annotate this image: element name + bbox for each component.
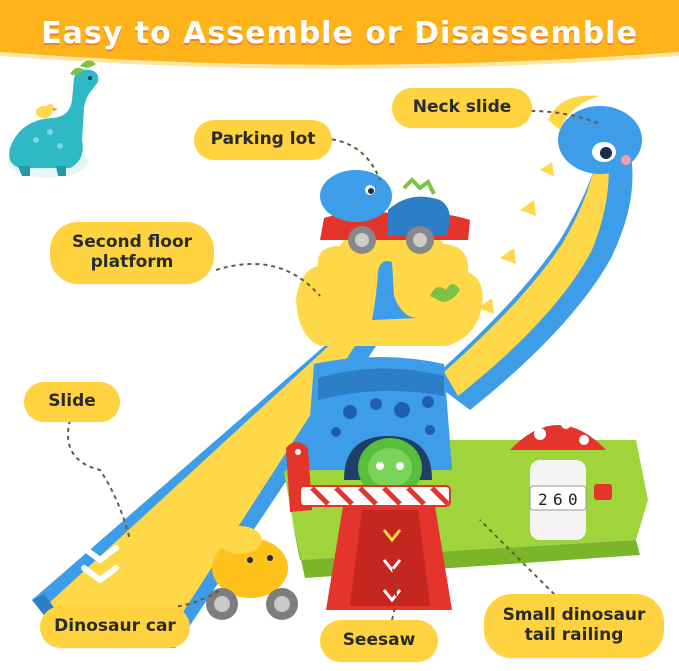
label-slide: Slide	[24, 382, 120, 422]
page-title: Easy to Assemble or Disassemble	[41, 16, 638, 51]
label-dinosaur-car: Dinosaur car	[40, 606, 190, 648]
dinosaur-illustration-icon	[8, 69, 99, 178]
bird-icon	[36, 104, 58, 118]
label-seesaw: Seesaw	[320, 620, 438, 662]
seesaw	[326, 500, 452, 610]
label-second-floor-platform: Second floor platform	[50, 222, 214, 284]
green-dino-car	[358, 438, 422, 498]
counter-digit-2: 6	[553, 490, 563, 509]
dinosaur-car	[206, 526, 298, 620]
neck-slide	[430, 95, 642, 410]
counter-digit-3: 0	[568, 490, 578, 509]
leaf-icon	[70, 60, 96, 76]
counter-digit-1: 2	[538, 490, 548, 509]
tail-railing	[286, 442, 451, 512]
label-neck-slide: Neck slide	[392, 88, 532, 128]
mushroom-counter: 2 6 0	[510, 419, 612, 540]
parking-lot-dino	[320, 170, 450, 254]
label-parking-lot: Parking lot	[194, 120, 332, 160]
title-banner	[0, 0, 679, 69]
label-tail-railing: Small dinosaur tail railing	[484, 594, 664, 658]
